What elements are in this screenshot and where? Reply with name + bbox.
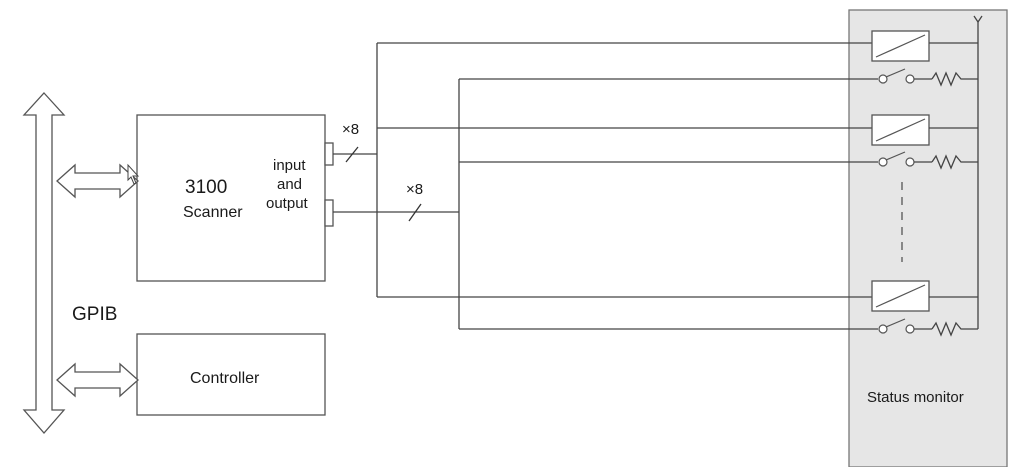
scanner-io-line-1: input	[273, 157, 306, 174]
scanner-port-bottom	[324, 199, 334, 227]
scanner-model: 3100	[185, 177, 227, 198]
bottom-bus-slash	[408, 203, 422, 222]
resistor-icon	[931, 154, 978, 170]
scanner-gpib-link-arrow	[56, 163, 139, 199]
bottom-bus-width: ×8	[406, 181, 423, 198]
scanner-port-top	[324, 142, 334, 166]
top-bus-width: ×8	[342, 121, 359, 138]
channel-1	[871, 30, 978, 87]
switch-contact-icon	[878, 157, 888, 167]
bottom-bus-wires	[333, 78, 878, 330]
mouse-cursor-icon	[127, 163, 140, 185]
scanner-name: Scanner	[183, 204, 243, 221]
switch-contact-icon	[878, 74, 888, 84]
scanner-io-line-2: and	[277, 176, 302, 193]
gpib-label: GPIB	[72, 304, 117, 325]
top-bus-slash	[345, 146, 359, 163]
status-monitor-panel	[848, 9, 1008, 467]
controller-box	[136, 333, 326, 416]
scanner-io-line-3: output	[266, 195, 309, 212]
controller-label: Controller	[190, 370, 260, 387]
status-monitor-label: Status monitor	[867, 389, 964, 406]
switch-contact-icon	[878, 324, 888, 334]
controller-gpib-link-arrow	[56, 362, 139, 398]
channel-n	[871, 280, 978, 337]
channel-2	[871, 114, 978, 170]
rail-antenna-icon	[973, 15, 983, 23]
gpib-bus-arrow	[22, 92, 66, 434]
resistor-icon	[931, 71, 978, 87]
top-bus-wires	[333, 42, 872, 298]
resistor-icon	[931, 321, 978, 337]
scanner-box	[136, 114, 326, 282]
